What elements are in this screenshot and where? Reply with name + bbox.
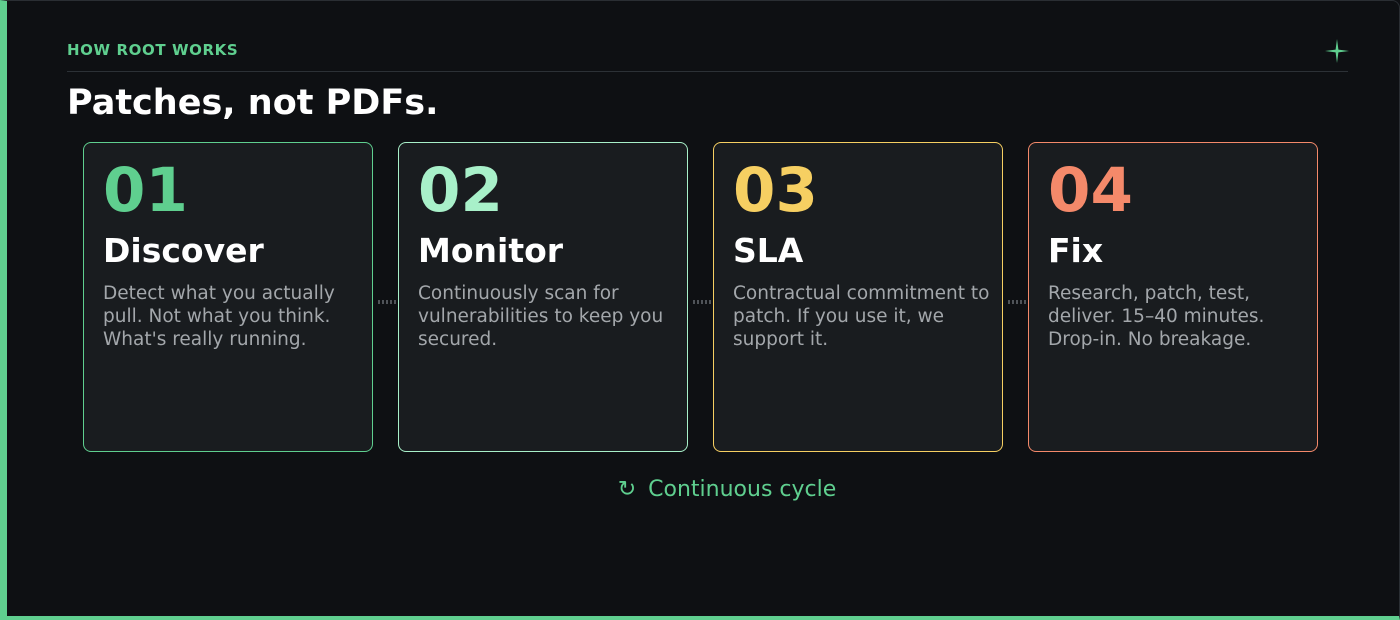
step-description: Continuously scan for vulnerabilities to…: [418, 283, 664, 350]
cycle-icon: ↻: [617, 477, 637, 502]
header-divider: [67, 71, 1348, 72]
step-name: Discover: [103, 231, 264, 270]
step-description: Detect what you actually pull. Not what …: [103, 283, 335, 350]
continuous-cycle-label: ↻ Continuous cycle: [7, 477, 1400, 502]
step-card-monitor: 02 Monitor Continuously scan for vulnera…: [398, 142, 688, 452]
step-description: Contractual commitment to patch. If you …: [733, 283, 990, 350]
cycle-text: Continuous cycle: [648, 477, 837, 502]
step-connector: [1008, 300, 1030, 304]
step-name: SLA: [733, 231, 804, 270]
step-name: Monitor: [418, 231, 564, 270]
step-connector: [693, 300, 715, 304]
step-number: 04: [1048, 155, 1133, 226]
step-number: 03: [733, 155, 818, 226]
step-connector: [378, 300, 400, 304]
sparkle-icon: [1325, 39, 1349, 63]
step-card-sla: 03 SLA Contractual commitment to patch. …: [713, 142, 1003, 452]
step-card-fix: 04 Fix Research, patch, test, deliver. 1…: [1028, 142, 1318, 452]
section-eyebrow: HOW ROOT WORKS: [67, 41, 239, 59]
step-number: 02: [418, 155, 503, 226]
step-name: Fix: [1048, 231, 1104, 270]
step-card-discover: 01 Discover Detect what you actually pul…: [83, 142, 373, 452]
page-title: Patches, not PDFs.: [67, 83, 439, 123]
step-number: 01: [103, 155, 188, 226]
step-description: Research, patch, test, deliver. 15–40 mi…: [1048, 283, 1265, 350]
